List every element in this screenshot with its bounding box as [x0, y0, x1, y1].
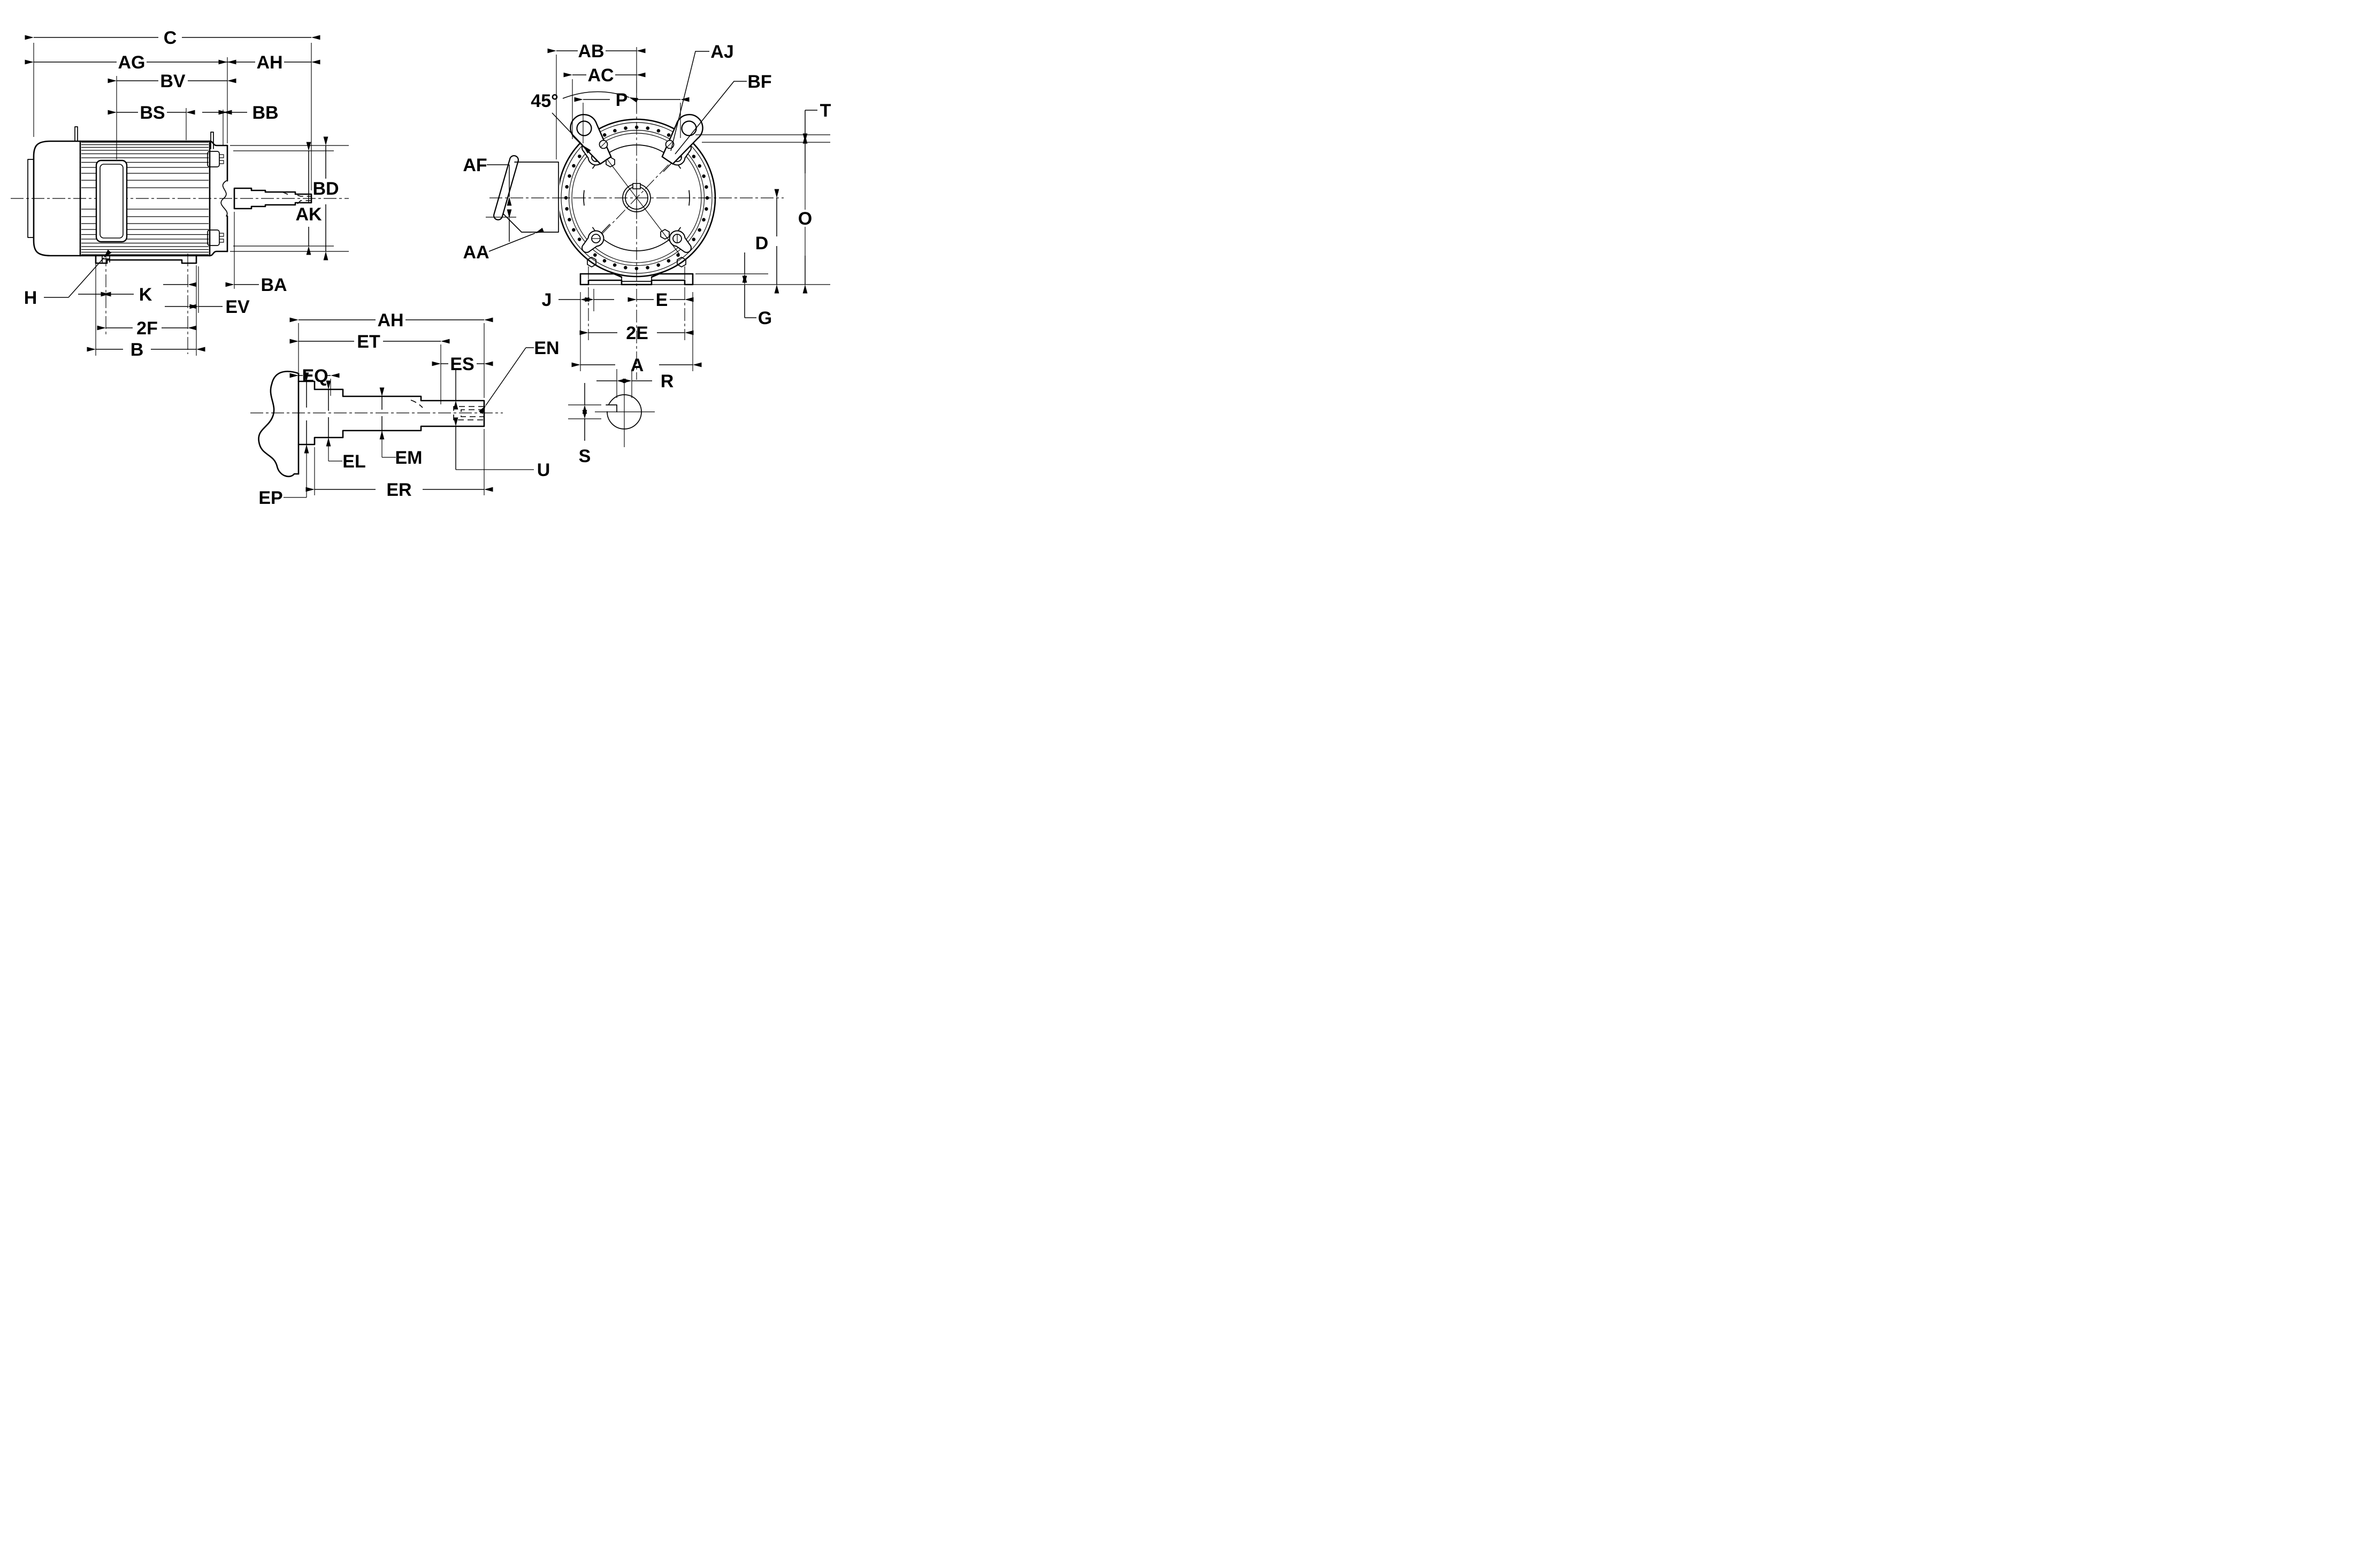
dim-label-r: R [661, 371, 674, 392]
seam-tab-left [74, 126, 78, 142]
bracket-break [258, 371, 300, 478]
dim-label-d: D [755, 233, 769, 254]
end-bracket [207, 140, 228, 257]
dim-label-2f: 2F [136, 318, 158, 339]
dim-label-ep: EP [258, 488, 282, 508]
dim-label-af: AF [463, 155, 487, 175]
dim-label-j: J [542, 290, 552, 310]
side-dimensions: C AG AH BV BS BB BD AK [24, 28, 349, 360]
dim-label-bs: BS [140, 103, 165, 123]
dim-label-ab: AB [578, 41, 604, 62]
conduit-box-front [493, 155, 560, 233]
dim-label-ah-overall: AH [256, 52, 282, 73]
frame-outline [79, 140, 211, 257]
fan-cover [27, 140, 81, 257]
dim-label-e: E [656, 290, 668, 310]
conduit-box-side [95, 159, 128, 243]
dim-label-c: C [164, 28, 177, 48]
dim-label-ag: AG [118, 52, 146, 73]
dim-label-es: ES [450, 354, 474, 374]
keyseat-hidden [297, 195, 311, 204]
dim-label-ah-shaft: AH [377, 310, 403, 331]
dim-label-t: T [820, 101, 831, 121]
break-squiggle [220, 180, 228, 217]
dim-label-bf: BF [747, 72, 771, 92]
foot-side [95, 255, 197, 264]
dim-label-g: G [758, 308, 772, 328]
dim-label-ac: AC [587, 65, 614, 86]
keyseat-notch [606, 404, 617, 412]
dim-label-eq: EQ [302, 366, 328, 386]
dim-label-aa: AA [463, 242, 489, 263]
dim-label-b: B [131, 340, 144, 360]
dim-label-a: A [631, 355, 644, 375]
dim-label-k: K [139, 285, 152, 305]
dim-label-2e: 2E [626, 323, 648, 343]
shaft-dimensions: AH ET ES EQ EN EP EL [258, 310, 559, 508]
frame-fins [81, 142, 209, 255]
dim-label-et: ET [357, 332, 380, 352]
seam-tab-right [210, 132, 214, 149]
grease-fitting-bottom [207, 229, 220, 246]
dim-label-el: EL [342, 451, 365, 472]
conduit-box-lid [493, 155, 519, 221]
grease-fitting-top [207, 151, 220, 167]
dim-label-u: U [537, 460, 550, 480]
dim-label-en: EN [534, 338, 559, 358]
dim-label-bv: BV [160, 71, 186, 91]
keyseat-detail: R S [568, 369, 674, 466]
keyseat-notch-fill [605, 405, 617, 411]
diagram-canvas: C AG AH BV BS BB BD AK [11, 28, 831, 508]
shaft-side [233, 187, 312, 210]
shaft-detail: AH ET ES EQ EN EP EL [250, 310, 560, 508]
dim-label-ba: BA [261, 275, 287, 295]
dim-label-bd: BD [312, 179, 339, 199]
dim-label-o: O [798, 209, 812, 229]
motor-dimension-diagram: C AG AH BV BS BB BD AK [0, 0, 839, 546]
dim-label-er: ER [386, 480, 411, 500]
front-view: AB AC P 45° AJ BF T [463, 41, 831, 380]
dim-label-45: 45° [531, 91, 558, 111]
thread-runout-hidden [282, 191, 292, 196]
dim-label-p: P [616, 90, 628, 110]
dim-label-ak: AK [295, 204, 322, 225]
hex-plugs [587, 157, 686, 267]
side-view: C AG AH BV BS BB BD AK [11, 28, 349, 360]
dim-label-em: EM [395, 448, 423, 468]
dim-label-h: H [24, 288, 37, 308]
front-dimensions: AB AC P 45° AJ BF T [463, 41, 831, 375]
dim-label-s: S [579, 446, 591, 466]
dim-label-bb: BB [252, 103, 278, 123]
lifting-lugs [570, 113, 703, 165]
dim-label-ev: EV [225, 297, 250, 317]
section-crosshair [595, 381, 655, 447]
dim-label-aj: AJ [710, 42, 733, 62]
